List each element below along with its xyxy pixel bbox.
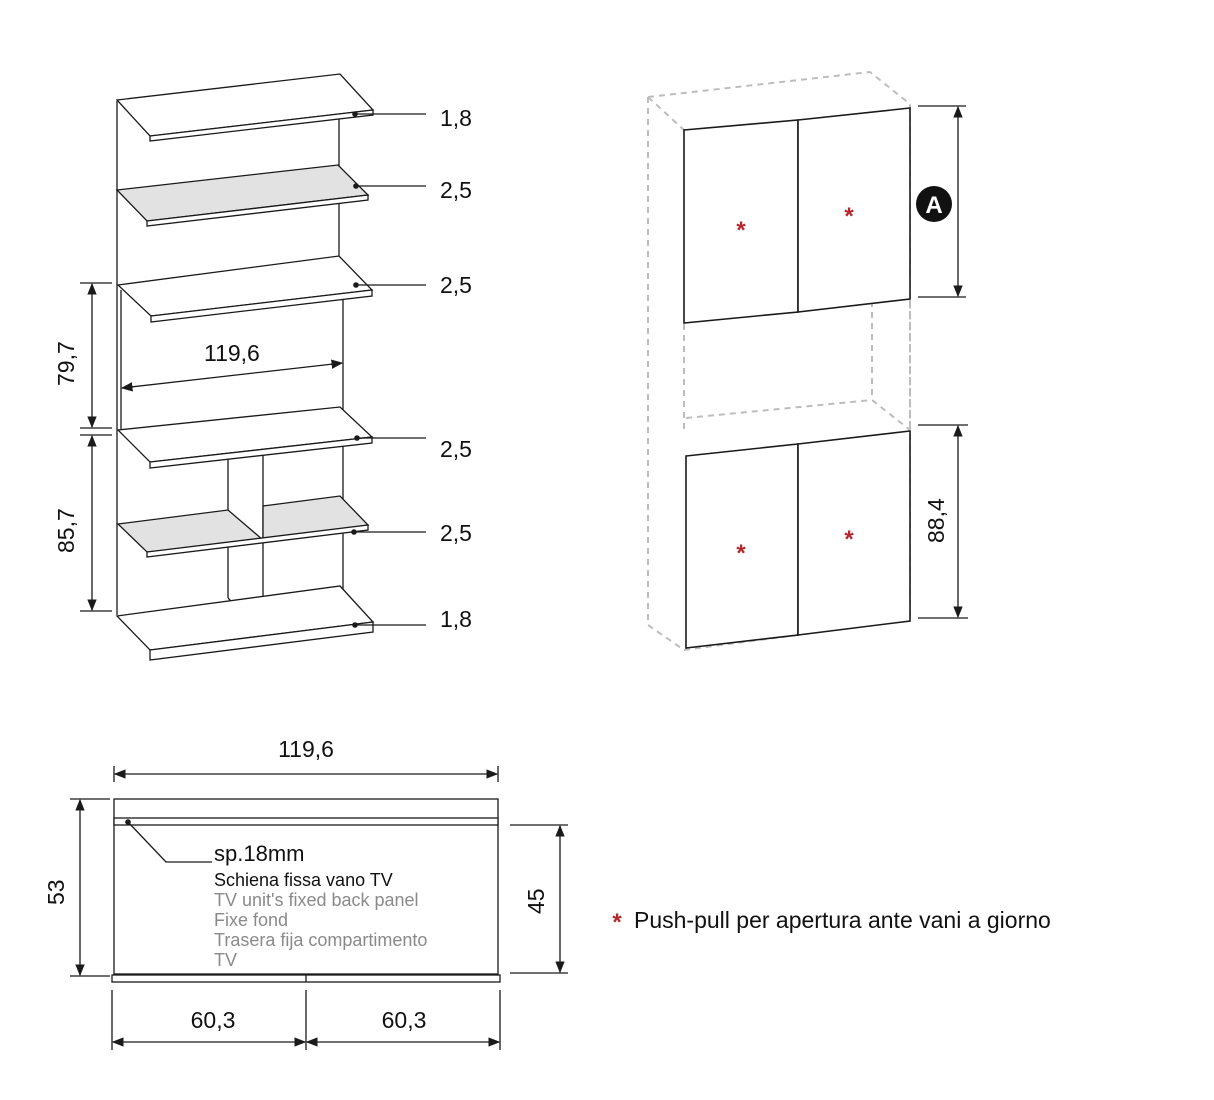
thickness-label-6: 1,8 [440,606,472,632]
plan-half-width-right-label: 60,3 [382,1007,427,1033]
back-panel-label-en: TV unit's fixed back panel [214,890,419,910]
lower-right-door [797,430,911,636]
plan-half-width-left-label: 60,3 [191,1007,236,1033]
back-panel-label-it: Schiena fissa vano TV [214,870,393,890]
plan-total-width-label: 119,6 [278,736,334,762]
legend-marker: * [612,909,622,936]
thickness-label-3: 2,5 [440,272,472,298]
cabinet-height-label: 88,4 [923,498,949,543]
thickness-label-1: 1,8 [440,105,472,131]
badge-a-circle [916,186,952,222]
plan-view-drawing [70,766,568,1050]
upper-right-door [797,107,911,313]
plan-depth-inner-label: 45 [523,888,549,914]
push-pull-marker-1: * [736,217,746,244]
push-pull-marker-2: * [844,203,854,230]
thickness-label-4: 2,5 [440,436,472,462]
height-lower-label: 85,7 [53,508,79,553]
thickness-leaders [351,111,426,628]
cabinet-drawing [647,70,968,651]
back-panel-thickness: sp.18mm [214,841,304,866]
legend-text: Push-pull per apertura ante vani a giorn… [634,907,1051,933]
plan-depth-total-label: 53 [43,879,69,905]
inner-width-label: 119,6 [204,340,260,366]
shelving-unit-drawing [80,73,426,661]
height-upper-label: 79,7 [53,341,79,386]
back-panel-label-es-1: Trasera fija compartimento [214,930,427,950]
thickness-label-5: 2,5 [440,520,472,546]
push-pull-marker-4: * [844,526,854,553]
back-panel-label-fr: Fixe fond [214,910,288,930]
push-pull-marker-3: * [736,540,746,567]
badge-a: A [925,192,942,219]
thickness-label-2: 2,5 [440,177,472,203]
back-panel-label-es-2: TV [214,950,237,970]
